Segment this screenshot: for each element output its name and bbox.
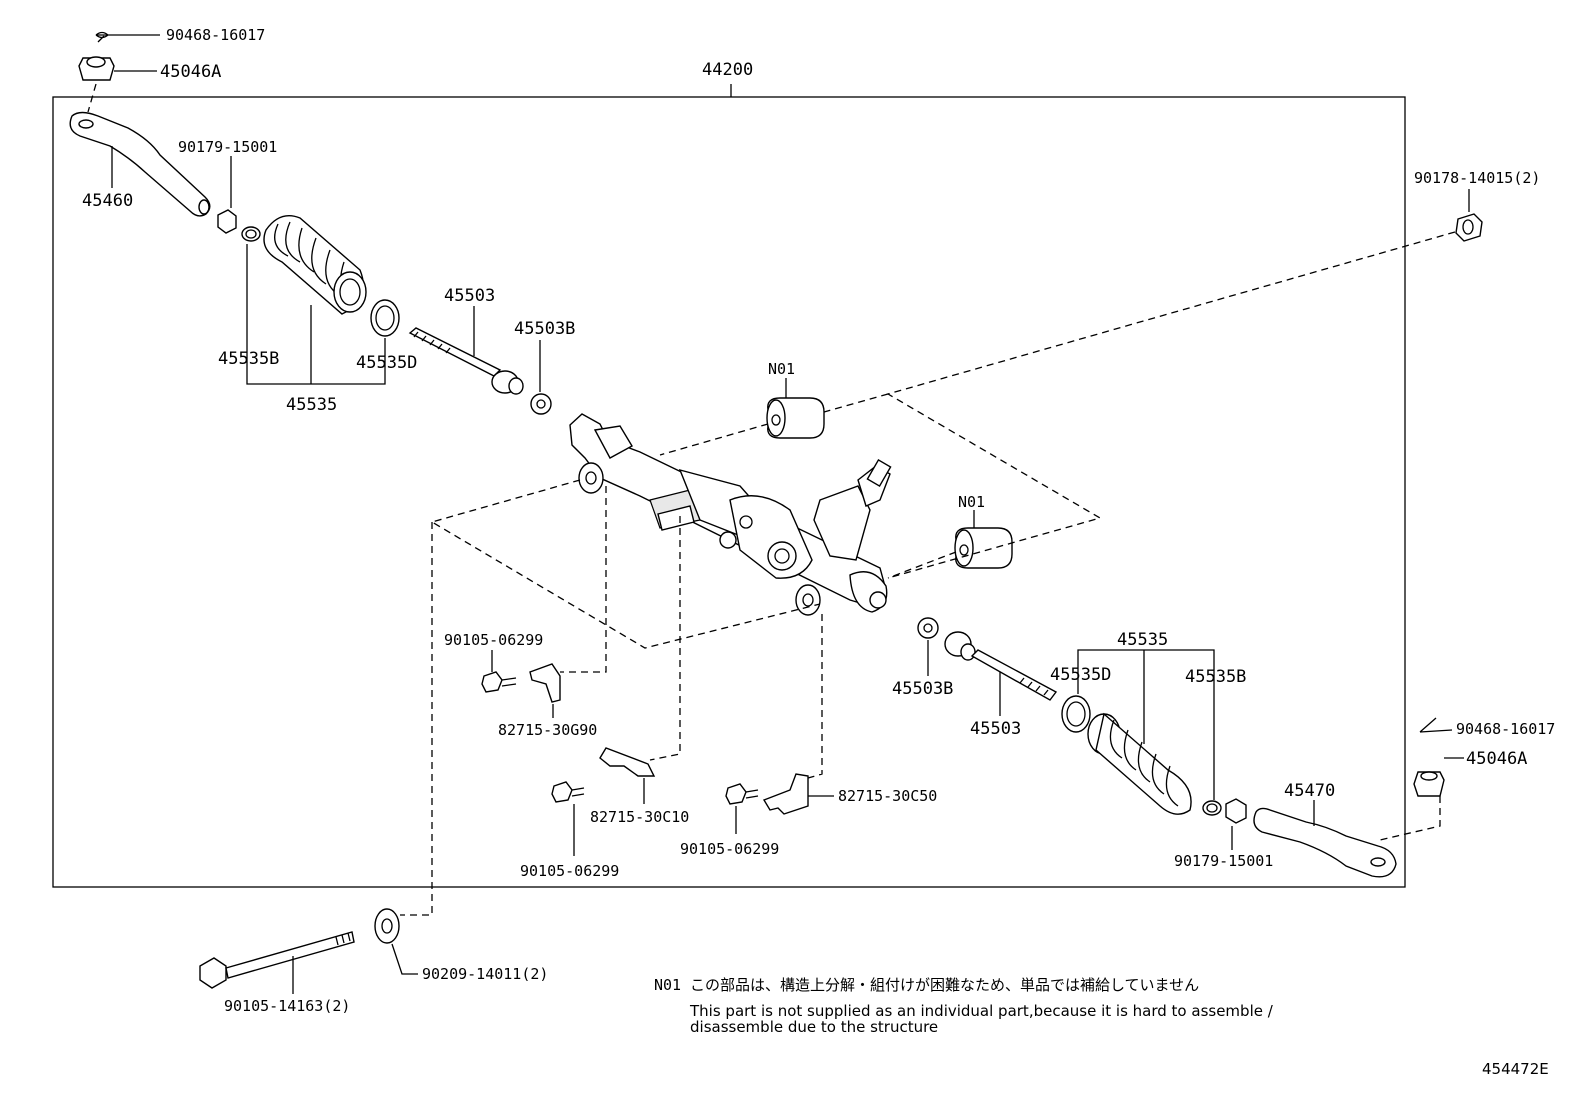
label-bushing-lower[interactable]: N01 xyxy=(958,493,985,511)
cotter-pin-left[interactable] xyxy=(95,31,160,43)
label-cotter-pin-right[interactable]: 90468-16017 xyxy=(1456,720,1555,738)
lock-nut-left[interactable] xyxy=(217,209,237,234)
cotter-pin-right[interactable] xyxy=(1419,717,1453,733)
rack-end-right[interactable] xyxy=(944,631,1058,701)
housing-washer-upper[interactable] xyxy=(578,462,604,494)
bushing-lower[interactable] xyxy=(954,527,1013,569)
tie-rod-end-left[interactable] xyxy=(69,111,211,217)
label-lock-nut-left[interactable]: 90179-15001 xyxy=(178,138,277,156)
bracket-a[interactable] xyxy=(529,663,561,703)
label-bolt-c[interactable]: 90105-06299 xyxy=(680,840,779,858)
label-lock-nut-right[interactable]: 90179-15001 xyxy=(1174,852,1273,870)
label-nut-right-top[interactable]: 90178-14015(2) xyxy=(1414,169,1540,187)
housing-washer-lower[interactable] xyxy=(795,584,821,616)
tie-rod-end-right[interactable] xyxy=(1253,807,1397,878)
castle-nut-right[interactable] xyxy=(1413,771,1445,797)
label-rack-end-right[interactable]: 45503 xyxy=(970,719,1021,739)
label-washer-right[interactable]: 45503B xyxy=(892,679,953,699)
label-nut-right[interactable]: 45046A xyxy=(1466,749,1527,769)
label-cotter-pin-left[interactable]: 90468-16017 xyxy=(166,26,265,44)
label-long-bolt[interactable]: 90105-14163(2) xyxy=(224,997,350,1015)
label-washer-bottom[interactable]: 90209-14011(2) xyxy=(422,965,548,983)
label-rack-end-left[interactable]: 45503 xyxy=(444,286,495,306)
boot-clamp-b-right[interactable] xyxy=(1202,800,1222,816)
bolt-a[interactable] xyxy=(481,671,517,693)
boot-clamp-d-left[interactable] xyxy=(370,299,400,337)
lock-nut-right[interactable] xyxy=(1225,798,1247,824)
bracket-c[interactable] xyxy=(762,773,809,815)
label-bracket-b[interactable]: 82715-30C10 xyxy=(590,808,689,826)
label-bolt-a[interactable]: 90105-06299 xyxy=(444,631,543,649)
label-tie-rod-end-left[interactable]: 45460 xyxy=(82,191,133,211)
image-code: 454472E xyxy=(1482,1060,1549,1078)
rack-end-left[interactable] xyxy=(408,327,524,395)
long-bolt[interactable] xyxy=(199,931,355,989)
nut-right-top[interactable] xyxy=(1455,213,1483,242)
boot-right[interactable] xyxy=(1087,712,1192,815)
washer-right[interactable] xyxy=(917,617,939,639)
note-code: N01 xyxy=(654,976,681,994)
boot-clamp-d-right[interactable] xyxy=(1061,695,1091,733)
label-bracket-c[interactable]: 82715-30C50 xyxy=(838,787,937,805)
label-assembly-number[interactable]: 44200 xyxy=(702,60,753,80)
label-boot-clamp-b-left[interactable]: 45535B xyxy=(218,349,279,369)
bracket-b[interactable] xyxy=(599,747,656,777)
steering-gear-housing[interactable] xyxy=(569,413,892,613)
label-boot-left[interactable]: 45535 xyxy=(286,395,337,415)
note-japanese: この部品は、構造上分解・組付けが困難なため、単品では補給していません xyxy=(690,976,1199,994)
note-english-line2: disassemble due to the structure xyxy=(690,1018,938,1036)
label-bolt-b[interactable]: 90105-06299 xyxy=(520,862,619,880)
label-bushing-upper[interactable]: N01 xyxy=(768,360,795,378)
label-tie-rod-end-right[interactable]: 45470 xyxy=(1284,781,1335,801)
boot-clamp-b-left[interactable] xyxy=(241,226,261,242)
washer-left[interactable] xyxy=(530,393,552,415)
assembly-frame xyxy=(52,96,1406,888)
label-boot-clamp-d-left[interactable]: 45535D xyxy=(356,353,417,373)
bolt-b[interactable] xyxy=(551,781,585,803)
label-boot-clamp-b-right[interactable]: 45535B xyxy=(1185,667,1246,687)
boot-left[interactable] xyxy=(263,215,367,315)
washer-bottom[interactable] xyxy=(374,908,400,944)
bushing-upper[interactable] xyxy=(766,397,825,439)
note-english-line1: This part is not supplied as an individu… xyxy=(689,1002,1274,1020)
label-nut-left[interactable]: 45046A xyxy=(160,62,221,82)
castle-nut-left[interactable] xyxy=(78,56,115,81)
bolt-c[interactable] xyxy=(725,783,759,805)
label-boot-right[interactable]: 45535 xyxy=(1117,630,1168,650)
label-washer-left[interactable]: 45503B xyxy=(514,319,575,339)
label-bracket-a[interactable]: 82715-30G90 xyxy=(498,721,597,739)
label-boot-clamp-d-right[interactable]: 45535D xyxy=(1050,665,1111,685)
